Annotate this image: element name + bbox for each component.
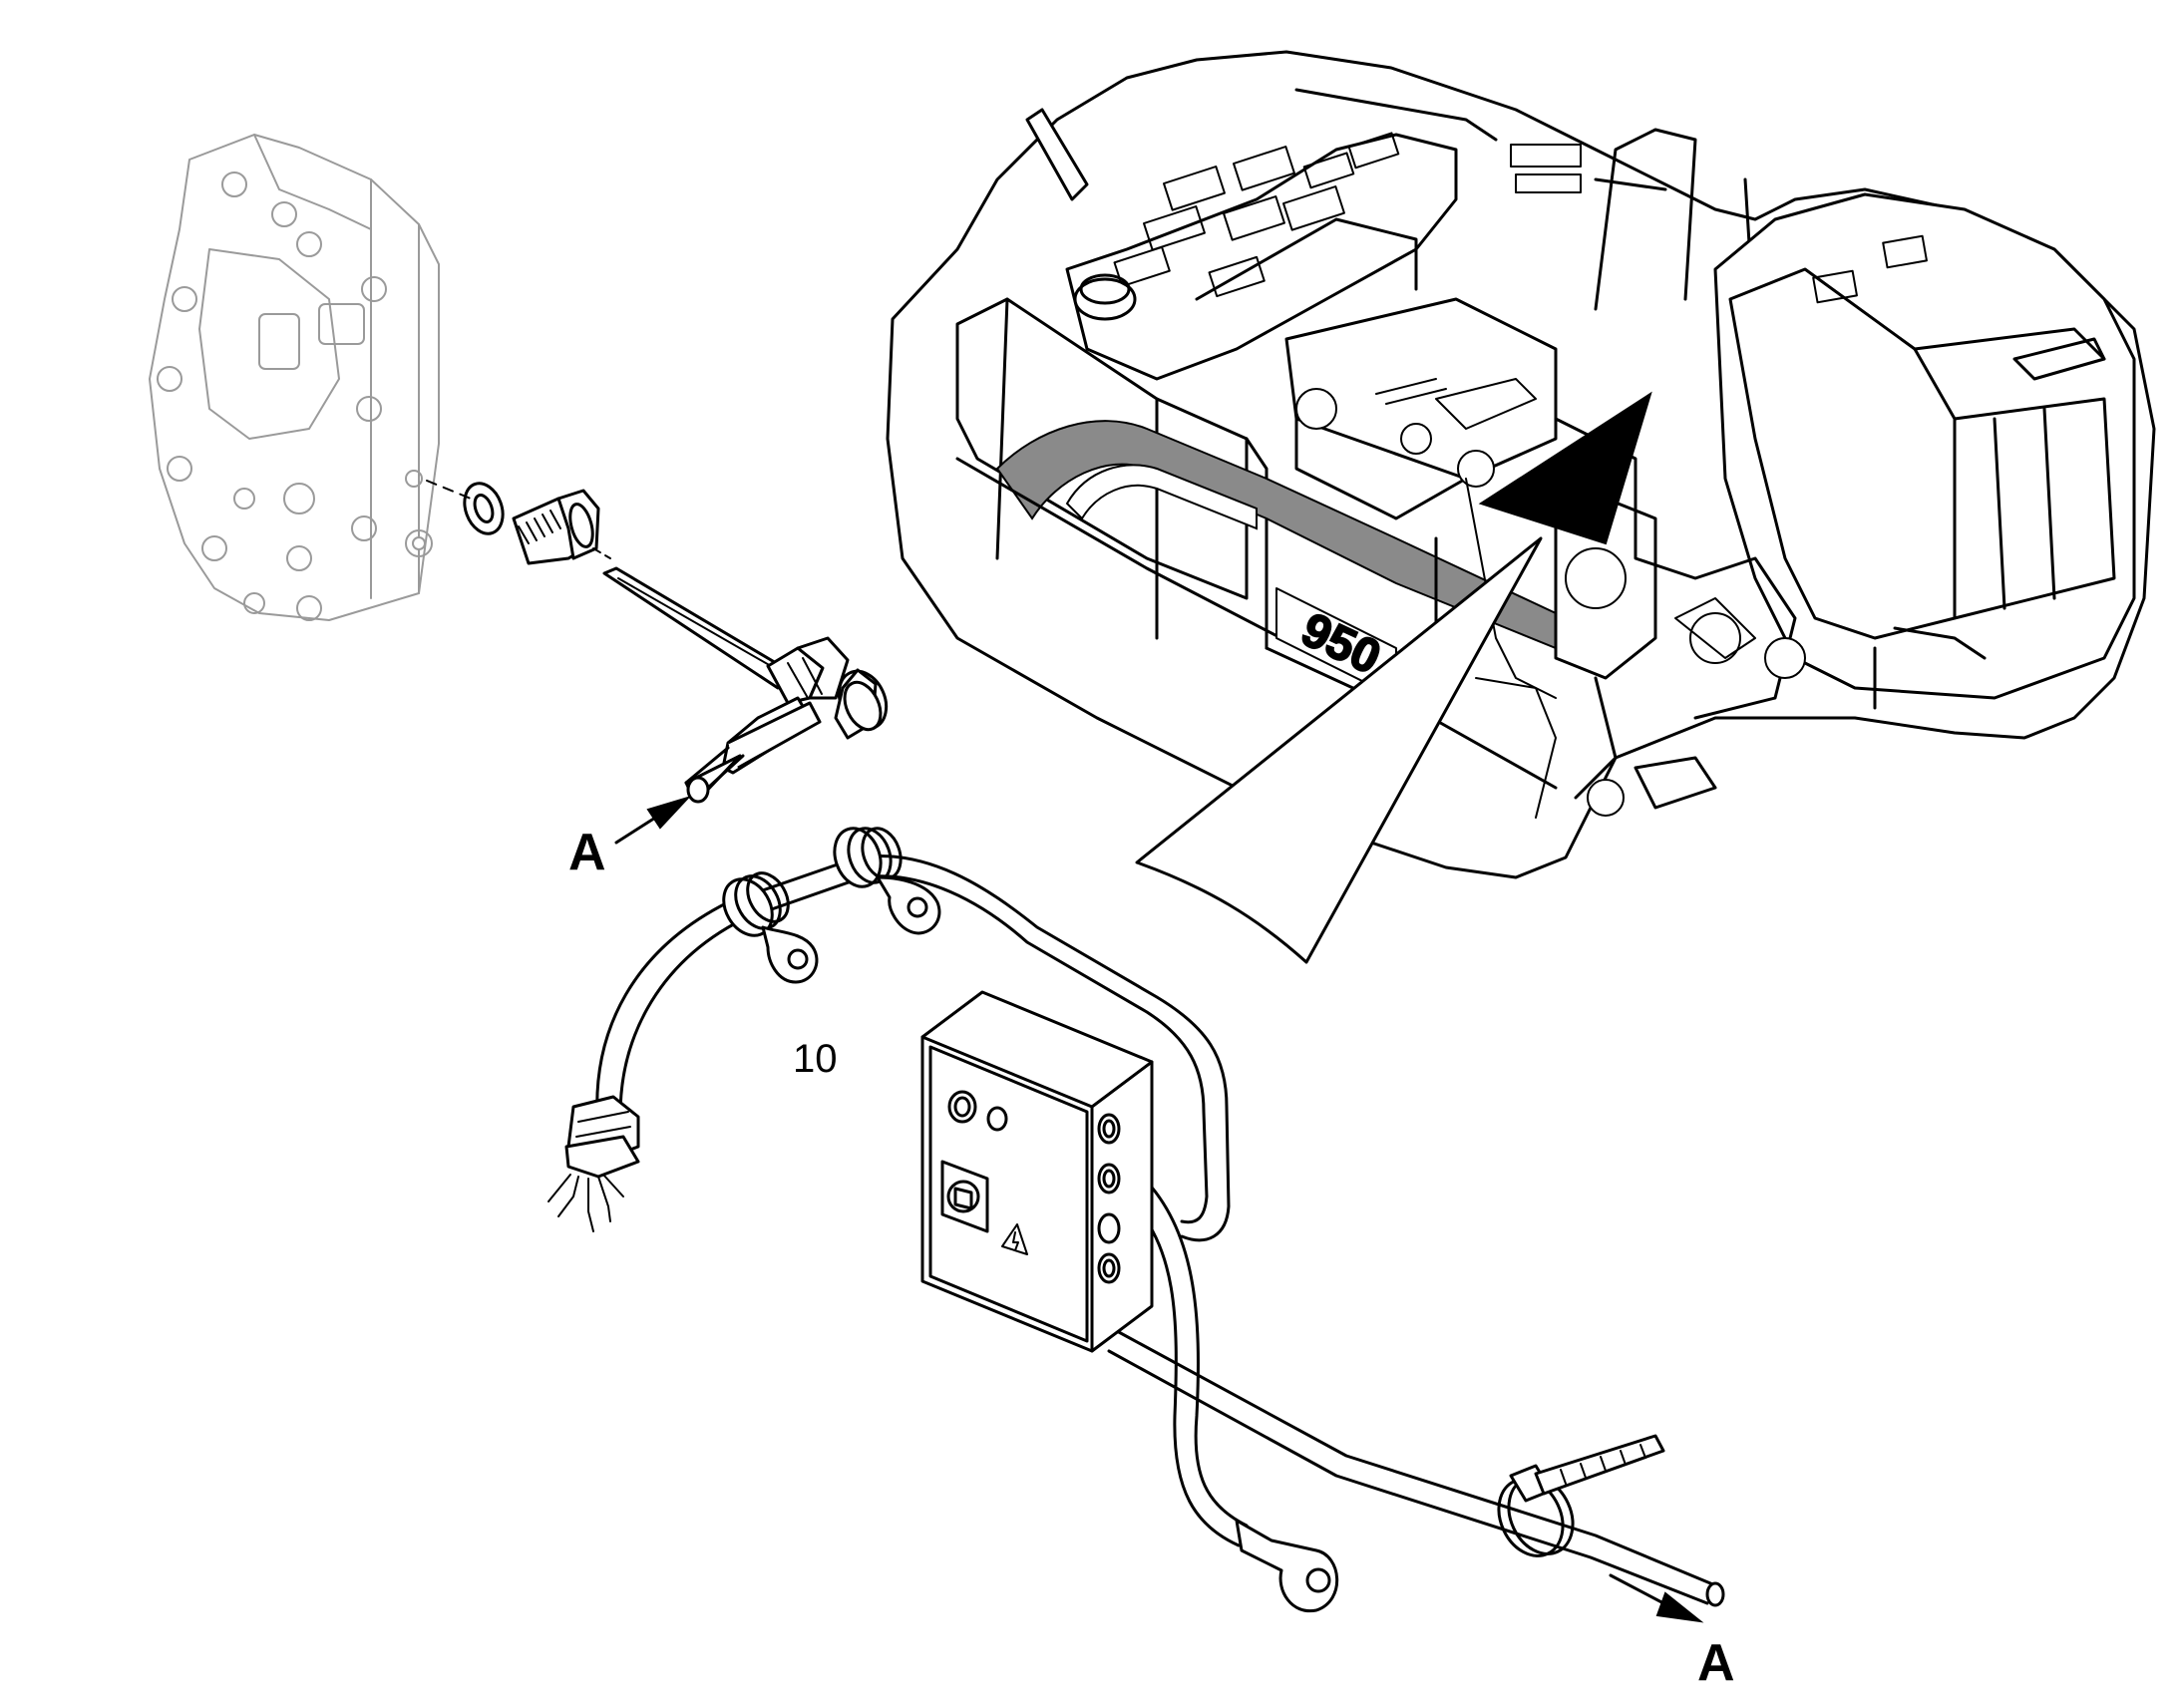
- cable-clamp-2: [833, 827, 941, 935]
- heater-rod: [602, 566, 889, 804]
- boom-foot-frame: [1465, 417, 1806, 819]
- ring-terminal: [1235, 1519, 1339, 1613]
- cable-clamp-1: [722, 871, 819, 984]
- heater-element-assembly: [426, 480, 889, 804]
- wiring-harness: [547, 827, 1725, 1613]
- housing-bolt-holes: [157, 171, 387, 621]
- callout-a-heater-side: A: [568, 795, 692, 881]
- warning-triangle-icon: [1001, 1223, 1028, 1255]
- item-number-10: 10: [793, 1037, 838, 1081]
- cable-tie: [1497, 1434, 1665, 1557]
- threaded-adaptor: [512, 489, 600, 565]
- pointer-arrowhead: [1478, 391, 1652, 545]
- housing-plug-port: [405, 470, 433, 557]
- transmission-housing: [149, 134, 440, 621]
- engine-hood-grilles: [1113, 132, 1582, 298]
- callout-arrowhead: [646, 795, 692, 830]
- indicator-lamps: [947, 1090, 1008, 1132]
- operator-cab: [1713, 192, 2136, 710]
- service-compartment-details: [1295, 378, 1537, 488]
- cable-gland: [547, 1095, 640, 1232]
- callout-arrowhead-2: [1655, 1591, 1704, 1623]
- control-box: [920, 990, 1154, 1353]
- callout-a-label-top: A: [568, 824, 606, 881]
- sealing-ring: [463, 482, 505, 535]
- excavator-upper-structure: 950: [886, 50, 2156, 879]
- rotary-switch: [940, 1160, 989, 1233]
- model-badge-950: 950: [1275, 587, 1397, 699]
- cable-end: [1705, 1581, 1725, 1607]
- callout-a-label-bottom: A: [1697, 1634, 1735, 1692]
- callout-a-cable-side: A: [1609, 1573, 1735, 1692]
- cable-entry-glands: [1097, 1113, 1121, 1284]
- detail-pointer-cone: [1135, 391, 1652, 964]
